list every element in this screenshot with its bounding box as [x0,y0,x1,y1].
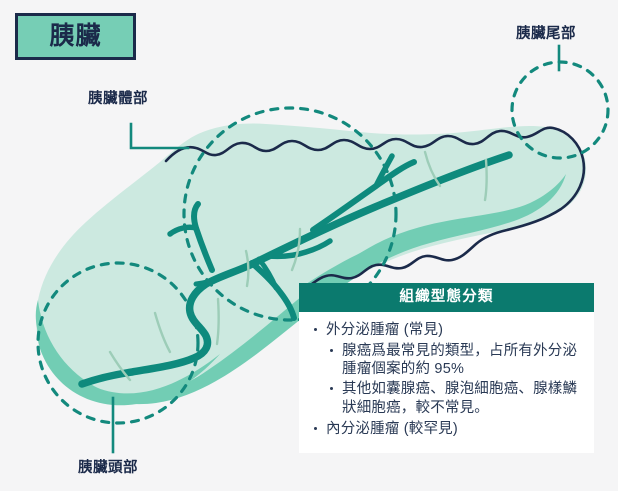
list-item-label: 內分泌腫瘤 (較罕見) [326,420,458,437]
pancreas-body-fill [36,123,586,402]
bullet-dot-icon [330,387,333,391]
lobule-lines [108,150,488,382]
pancreas-outline [164,126,586,290]
highlight-circle-body [182,106,398,322]
bullet-dot-icon [314,328,317,331]
list-item-label: 腺癌爲最常見的類型，占所有外分泌腫瘤個案的約 95% [342,342,578,378]
bullet-dot-icon [314,426,317,430]
list-item-label: 外分泌腫瘤 (常見) [326,322,444,338]
list-item: 其他如囊腺癌、腺泡細胞癌、腺樣鱗狀細胞癌，較不常見。 [326,380,584,418]
list-item: 內分泌腫瘤 (較罕見) [309,420,584,439]
main-pancreatic-duct [78,151,513,388]
bullet-dot-icon [330,348,333,352]
page-title: 胰臟 [49,22,102,50]
callout-label-tail: 胰臟尾部 [516,26,576,42]
list-item-label: 其他如囊腺癌、腺泡細胞癌、腺樣鱗狀細胞癌，較不常見。 [342,381,578,417]
classification-panel-body: 外分泌腫瘤 (常見) 腺癌爲最常見的類型，占所有外分泌腫瘤個案的約 95% 其他… [299,312,594,453]
leader-body [129,122,190,150]
duct-branch-lower-b [265,238,333,260]
duct-branch-lower-d [193,273,229,287]
classification-panel-header: 組織型態分類 [299,283,594,312]
callout-label-head: 胰臟頭部 [78,460,138,476]
duct-branch-lower-a [249,260,297,321]
region-highlight-circles [36,60,610,425]
duct-branch-left-upper-tip [167,224,199,237]
leader-lines [111,44,561,454]
classification-panel: 組織型態分類 外分泌腫瘤 (常見) 腺癌爲最常見的類型，占所有外分泌腫瘤個案的約… [299,283,594,454]
page-title-chip: 胰臟 [15,13,136,60]
duct-branch-upper-fork [373,153,395,189]
duct-branch-lower-c [256,256,279,291]
classification-panel-title: 組織型態分類 [399,289,494,306]
classification-sublist: 腺癌爲最常見的類型，占所有外分泌腫瘤個案的約 95% 其他如囊腺癌、腺泡細胞癌、… [326,342,584,418]
pancreatic-duct-system [78,151,513,388]
highlight-circle-head [36,261,200,425]
callout-label-body: 胰臟體部 [88,91,148,107]
list-item: 外分泌腫瘤 (常見) 腺癌爲最常見的類型，占所有外分泌腫瘤個案的約 95% 其他… [309,321,584,418]
list-item: 腺癌爲最常見的類型，占所有外分泌腫瘤個案的約 95% [326,342,584,380]
classification-list: 外分泌腫瘤 (常見) 腺癌爲最常見的類型，占所有外分泌腫瘤個案的約 95% 其他… [309,321,584,438]
